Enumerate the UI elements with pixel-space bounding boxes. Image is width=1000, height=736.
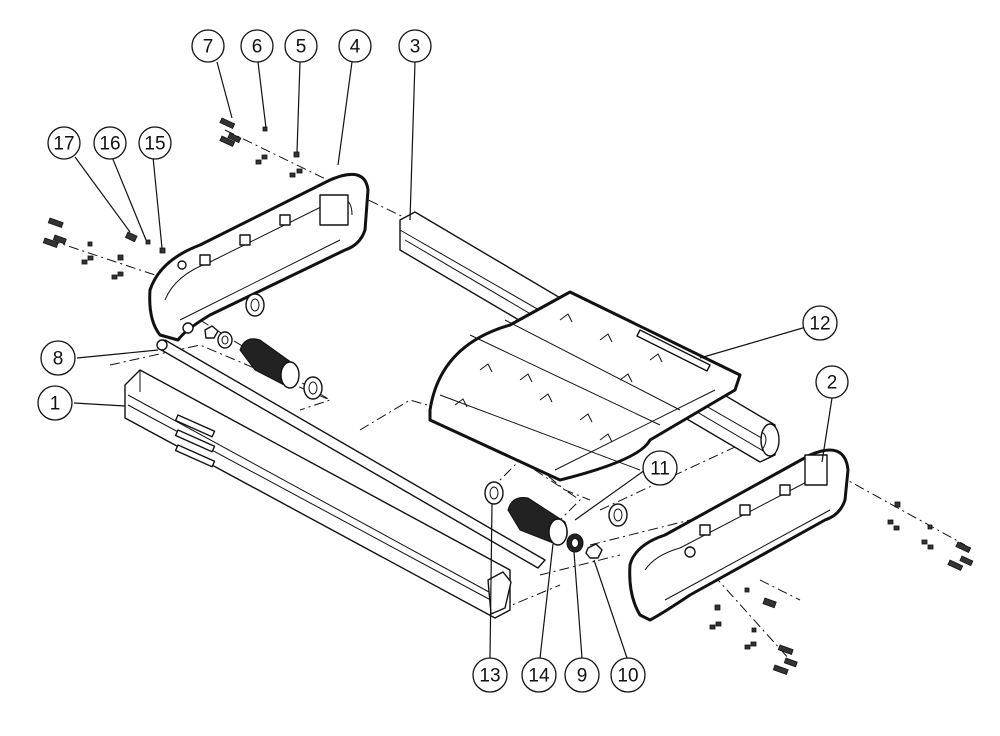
callout-17: 17 bbox=[47, 126, 81, 160]
callout-10: 10 bbox=[610, 657, 646, 693]
callout-1-label: 1 bbox=[50, 394, 61, 415]
callout-9-label: 9 bbox=[577, 666, 588, 687]
part-roller-left bbox=[239, 338, 300, 389]
bearing-left-inner bbox=[204, 325, 233, 349]
part-right-end-cap bbox=[628, 448, 850, 622]
nut-10 bbox=[585, 543, 603, 559]
callout-4-label: 4 bbox=[350, 37, 361, 58]
hardware-left bbox=[42, 217, 166, 280]
callout-14: 14 bbox=[521, 657, 557, 693]
callout-15-label: 15 bbox=[144, 134, 165, 155]
callout-9: 9 bbox=[564, 657, 600, 693]
callout-10-label: 10 bbox=[617, 666, 638, 687]
callout-16: 16 bbox=[93, 126, 127, 160]
leader-lines bbox=[73, 61, 833, 659]
part-deck-plate bbox=[428, 290, 742, 482]
callout-8-label: 8 bbox=[53, 349, 64, 370]
part-front-rail bbox=[124, 369, 512, 619]
callout-6-label: 6 bbox=[252, 37, 263, 58]
callout-8: 8 bbox=[40, 340, 76, 376]
hardware-right bbox=[887, 501, 974, 571]
part-roller-right bbox=[507, 497, 568, 546]
callout-15: 15 bbox=[138, 126, 172, 160]
bearing-9 bbox=[566, 533, 584, 553]
deck-rib-marks bbox=[454, 313, 663, 443]
callout-13-label: 13 bbox=[479, 666, 500, 687]
bearing-left-lower bbox=[303, 376, 323, 400]
callout-16-label: 16 bbox=[99, 134, 120, 155]
callout-6: 6 bbox=[240, 29, 274, 63]
callout-5-label: 5 bbox=[296, 37, 307, 58]
callout-1: 1 bbox=[37, 385, 73, 421]
bearing-13 bbox=[484, 481, 504, 505]
part-left-end-cap bbox=[148, 172, 370, 342]
callout-17-label: 17 bbox=[53, 134, 74, 155]
hardware-top-left bbox=[219, 117, 303, 178]
callout-14-label: 14 bbox=[528, 666, 550, 687]
callout-3: 3 bbox=[398, 29, 432, 63]
callout-11: 11 bbox=[642, 450, 678, 486]
callout-2: 2 bbox=[815, 365, 849, 399]
callout-4: 4 bbox=[338, 29, 372, 63]
bearing-left-upper bbox=[245, 293, 265, 317]
callout-12-label: 12 bbox=[809, 314, 830, 335]
washer-right bbox=[608, 503, 628, 527]
hardware-bottom-right bbox=[709, 587, 798, 675]
callout-12: 12 bbox=[802, 305, 838, 341]
part-shaft bbox=[156, 339, 546, 569]
callout-11-label: 11 bbox=[650, 459, 670, 480]
callout-7: 7 bbox=[191, 29, 225, 63]
callout-2-label: 2 bbox=[827, 373, 838, 394]
callout-13: 13 bbox=[472, 657, 508, 693]
callout-5: 5 bbox=[284, 29, 318, 63]
callout-7-label: 7 bbox=[203, 37, 214, 58]
callout-3-label: 3 bbox=[410, 37, 421, 58]
